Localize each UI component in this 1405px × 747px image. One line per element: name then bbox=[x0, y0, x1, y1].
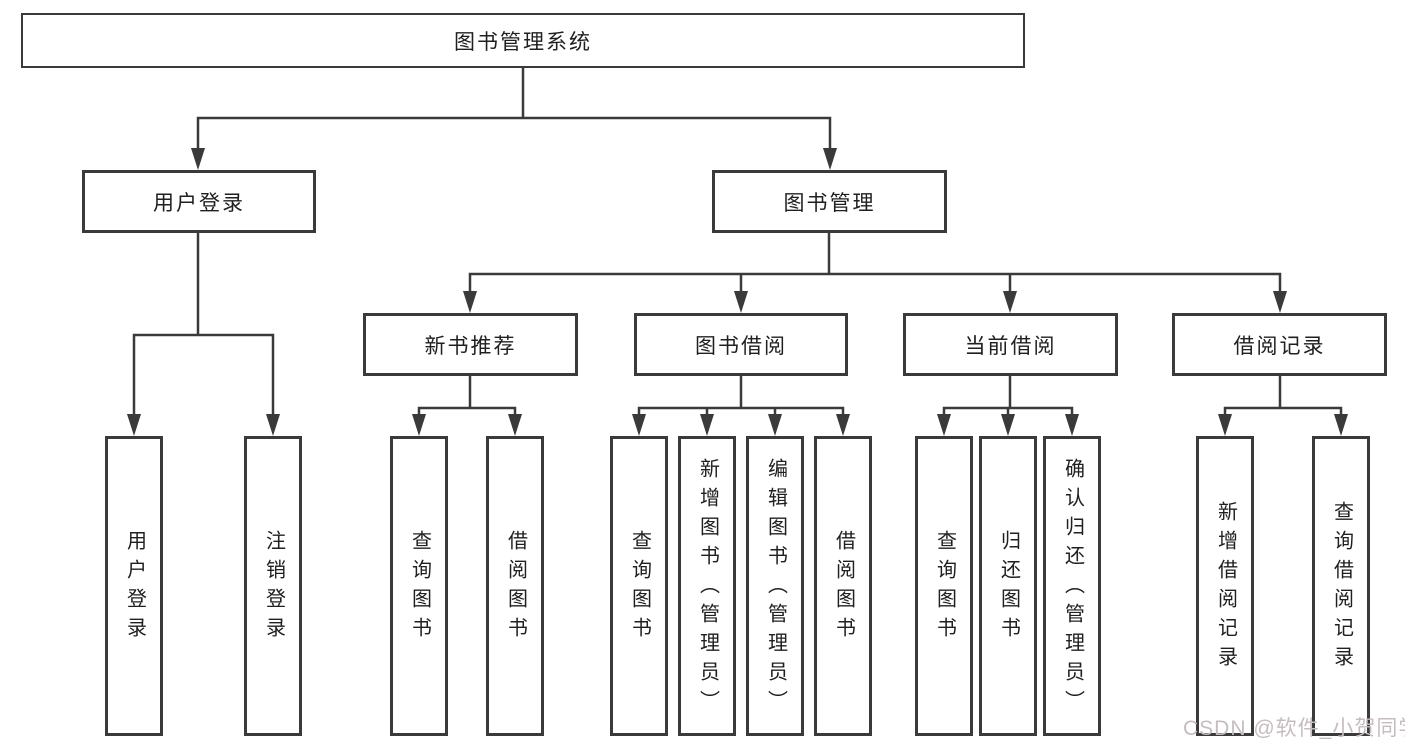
arrow-down-icon bbox=[412, 414, 426, 436]
node-borrow-records: 借阅记录 bbox=[1172, 313, 1387, 376]
arrow-down-icon bbox=[937, 414, 951, 436]
node-current-borrow: 当前借阅 bbox=[903, 313, 1118, 376]
arrow-down-icon bbox=[1273, 291, 1287, 313]
arrow-down-icon bbox=[823, 148, 837, 170]
leaf-add-book-admin: 新增图书（管理员） bbox=[678, 436, 736, 736]
node-user-login: 用户登录 bbox=[82, 170, 316, 233]
leaf-add-borrow-record: 新增借阅记录 bbox=[1196, 436, 1254, 736]
arrow-down-icon bbox=[191, 148, 205, 170]
leaf-return-book: 归还图书 bbox=[979, 436, 1037, 736]
leaf-borrow-books: 借阅图书 bbox=[814, 436, 872, 736]
arrow-down-icon bbox=[632, 414, 646, 436]
arrow-down-icon bbox=[734, 291, 748, 313]
arrow-down-icon bbox=[700, 414, 714, 436]
arrow-down-icon bbox=[1334, 414, 1348, 436]
arrow-down-icon bbox=[768, 414, 782, 436]
arrow-down-icon bbox=[266, 414, 280, 436]
leaf-query-books-recommend: 查询图书 bbox=[390, 436, 448, 736]
leaf-edit-book-admin: 编辑图书（管理员） bbox=[746, 436, 804, 736]
leaf-query-borrow-record: 查询借阅记录 bbox=[1312, 436, 1370, 736]
connector-new-book-recommend bbox=[417, 374, 517, 418]
leaf-query-books-borrow: 查询图书 bbox=[610, 436, 668, 736]
arrow-down-icon bbox=[1218, 414, 1232, 436]
connector-borrow-records bbox=[1223, 374, 1343, 418]
arrow-down-icon bbox=[1001, 414, 1015, 436]
watermark: CSDN @软件_小贺同学 bbox=[1183, 717, 1405, 740]
arrow-down-icon bbox=[127, 414, 141, 436]
node-book-management: 图书管理 bbox=[712, 170, 947, 233]
arrow-down-icon bbox=[1003, 291, 1017, 313]
leaf-user-login: 用户登录 bbox=[105, 436, 163, 736]
arrow-down-icon bbox=[1065, 414, 1079, 436]
node-new-book-recommend: 新书推荐 bbox=[363, 313, 578, 376]
leaf-query-books-current: 查询图书 bbox=[915, 436, 973, 736]
arrow-down-icon bbox=[463, 291, 477, 313]
leaf-borrow-books-recommend: 借阅图书 bbox=[486, 436, 544, 736]
connector-lines bbox=[132, 66, 1343, 418]
connector-book-management bbox=[468, 231, 1282, 295]
arrow-down-icon bbox=[508, 414, 522, 436]
arrow-down-icon bbox=[836, 414, 850, 436]
node-root: 图书管理系统 bbox=[21, 13, 1025, 68]
connector-book-borrow bbox=[637, 374, 845, 418]
node-book-borrow: 图书借阅 bbox=[634, 313, 848, 376]
connector-user-login bbox=[132, 231, 275, 418]
arrowheads bbox=[127, 148, 1348, 436]
connector-current-borrow bbox=[942, 374, 1074, 418]
connector-root bbox=[196, 66, 832, 152]
leaf-confirm-return-admin: 确认归还（管理员） bbox=[1043, 436, 1101, 736]
leaf-logout: 注销登录 bbox=[244, 436, 302, 736]
